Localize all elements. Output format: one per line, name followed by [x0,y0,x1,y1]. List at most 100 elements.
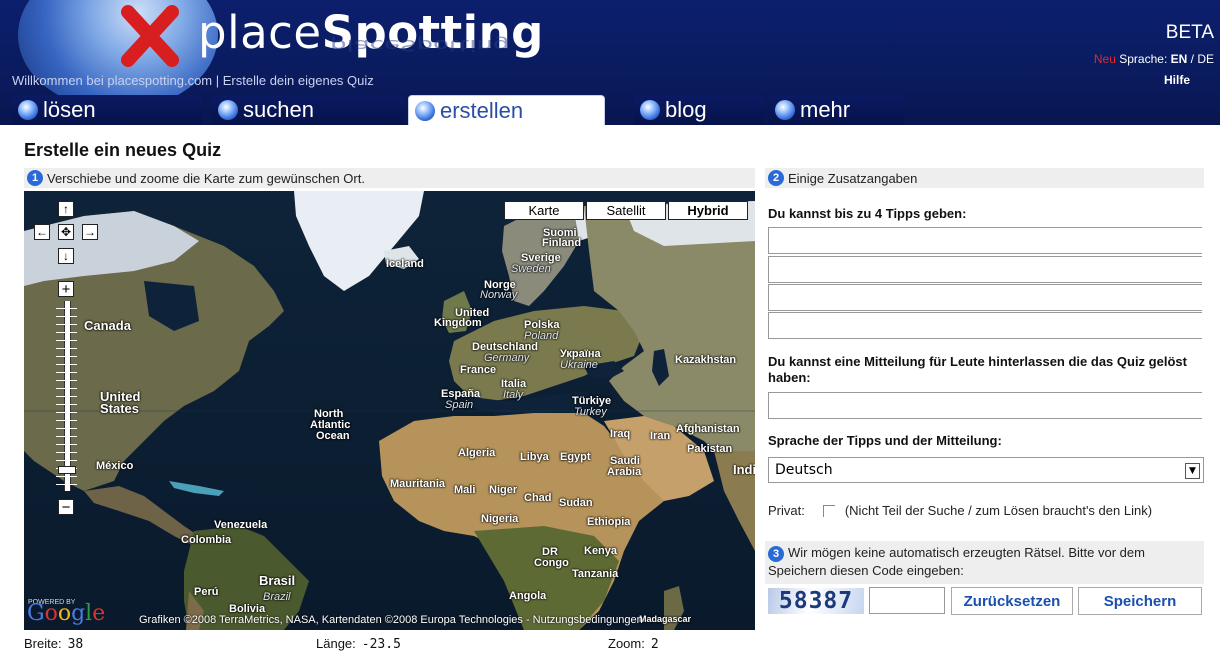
map-label: France [460,364,497,376]
map-label: Sudan [559,497,593,509]
new-badge: Neu [1093,52,1116,66]
reset-button[interactable]: Zurücksetzen [951,587,1073,615]
map-label: Iceland [386,258,424,270]
language-select-value: Deutsch [775,462,833,478]
map-label: Afghanistan [676,423,740,435]
map-label: United [455,307,490,319]
maptype-satellit-button[interactable]: Satellit [586,201,666,220]
logo-reflection: placeSpotting [330,36,510,54]
message-label: Du kannst eine Mitteilung für Leute hint… [768,354,1187,385]
language-en-link[interactable]: EN [1170,52,1188,66]
tab-erstellen[interactable]: erstellen [408,95,605,125]
powered-by-text: POWERED BY [28,599,76,606]
tip-1-input[interactable] [768,227,1202,254]
pan-left-button[interactable]: ← [34,224,50,240]
private-row: Privat: (Nicht Teil der Suche / zum Löse… [768,503,1152,518]
language-separator: / [1190,52,1194,66]
map-label: Saudi [610,455,640,467]
map-label: Norge [484,279,516,291]
map-label: Ethiopia [587,516,631,528]
map-label: Ocean [316,430,350,442]
map-label: Tanzania [572,568,619,580]
map-label: Niger [489,484,518,496]
map-label: Libya [520,451,549,463]
map-label: Deutschland [472,341,539,353]
google-logo[interactable]: Google [27,601,106,626]
tab-label: suchen [243,97,314,122]
maptype-hybrid-button[interactable]: Hybrid [668,201,748,220]
tip-3-input[interactable] [768,284,1202,311]
longitude-readout: Länge:-23.5 [316,636,401,652]
help-link[interactable]: Hilfe [1163,73,1190,87]
language-switcher: Neu Sprache: EN / DE [1094,52,1214,66]
map-label: Colombia [181,534,232,546]
map-label: Spain [445,399,474,411]
language-select[interactable]: Deutsch ▼ [768,457,1204,483]
map-label: Polska [524,319,560,331]
language-label: Sprache: [1119,52,1168,66]
map-label: Nigeria [481,513,519,525]
map-label: Congo [534,557,569,569]
pan-down-button[interactable]: ↓ [58,248,74,264]
language-de-link[interactable]: DE [1197,52,1214,66]
step2-text: Einige Zusatzangaben [788,170,918,186]
zoom-out-button[interactable]: − [58,499,74,516]
private-note: (Nicht Teil der Suche / zum Lösen brauch… [844,503,1153,518]
satellite-imagery [24,191,755,630]
step3-text: Wir mögen keine automatisch erzeugten Rä… [768,545,1145,578]
site-logo[interactable]: placeSpotting [198,6,544,59]
save-button[interactable]: Speichern [1078,587,1202,615]
tab-mehr[interactable]: mehr [769,95,904,125]
tab-blog[interactable]: blog [634,95,764,125]
tab-suchen[interactable]: suchen [212,95,404,125]
zoom-slider-thumb[interactable] [58,466,76,475]
map-label: Sweden [511,263,551,275]
latitude-readout: Breite:38 [24,636,84,652]
map-label: Italia [501,378,527,390]
message-input[interactable] [768,392,1202,419]
map-label: Kingdom [434,317,482,329]
map-label: Bolivia [229,603,266,615]
tab-label: blog [665,97,707,122]
tip-4-input[interactable] [768,312,1202,339]
map-label: Chad [524,492,552,504]
beta-badge: BETA [1165,22,1214,43]
map-label: Kazakhstan [675,354,737,366]
map-label: Canada [84,318,131,333]
language-label: Sprache der Tipps und der Mitteilung: [768,433,1002,448]
globe-icon [18,100,38,120]
globe-icon [218,100,238,120]
pan-center-button[interactable]: ✥ [58,224,74,240]
map-label: Україна [560,348,601,360]
map-label: Finland [542,237,582,249]
map-credits[interactable]: Grafiken ©2008 TerraMetrics, NASA, Karte… [139,614,643,626]
map-label: Venezuela [214,519,268,531]
zoom-slider-track[interactable] [56,301,77,491]
red-x-logo-icon [121,5,179,67]
map-label: Indi [733,462,755,477]
pan-right-button[interactable]: → [82,224,98,240]
maptype-karte-button[interactable]: Karte [504,201,584,220]
map-label: Madagascar [639,614,692,624]
map-label: Brazil [263,591,291,603]
chevron-down-icon: ▼ [1185,463,1200,479]
tab-label: lösen [43,97,96,122]
map-label: México [96,460,134,472]
map-label: Iraq [610,428,631,440]
map-label: United [100,389,141,404]
map-label: North [314,408,344,420]
zoom-in-button[interactable]: + [58,281,74,298]
map-label: Egypt [560,451,591,463]
captcha-input[interactable] [869,587,945,614]
map-label: Turkey [574,406,607,418]
pan-up-button[interactable]: ↑ [58,201,74,217]
private-checkbox[interactable] [822,504,835,517]
tips-label: Du kannst bis zu 4 Tipps geben: [768,206,967,221]
tab-loesen[interactable]: lösen [12,95,202,125]
map-canvas[interactable]: Karte Satellit Hybrid ↑ ← ✥ → ↓ + − Suom… [24,191,755,630]
captcha-image: 58387 [768,588,864,614]
map-label: States [100,401,140,416]
map-label: Arabia [607,466,642,478]
step2-heading: 2 Einige Zusatzangaben [765,168,1204,188]
tip-2-input[interactable] [768,256,1202,283]
